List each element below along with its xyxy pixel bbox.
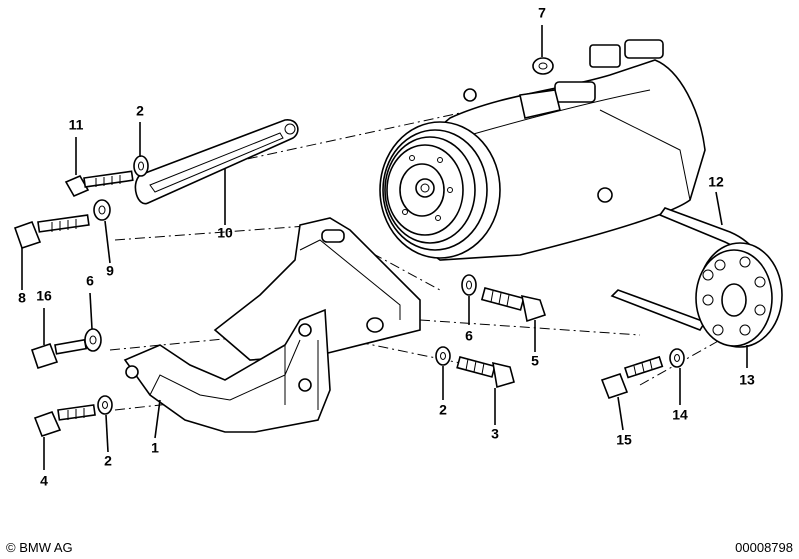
callout-6-left: 6: [86, 273, 94, 289]
callout-2-left: 2: [104, 453, 112, 469]
washer-6-right: [461, 274, 477, 296]
callout-11: 11: [69, 117, 84, 133]
bolt-4: [33, 404, 96, 437]
callout-3: 3: [491, 426, 499, 442]
callout-1: 1: [151, 440, 159, 456]
callout-2-top: 2: [136, 103, 144, 119]
bolt-5: [480, 287, 547, 323]
leader-lines: [21, 25, 748, 470]
washer-2-left: [97, 395, 113, 415]
callout-10: 10: [217, 225, 233, 241]
bracket-1: [123, 308, 331, 433]
callout-16: 16: [36, 288, 52, 304]
callout-2-right: 2: [439, 402, 447, 418]
callout-5: 5: [531, 353, 539, 369]
pulley-13: [695, 242, 783, 348]
copyright-text: © BMW AG: [6, 540, 73, 555]
callout-labels: 11 2 10 7 8 9 12 16 6 6 5 2 3 13 14 15 1…: [18, 5, 755, 489]
callout-8: 8: [18, 290, 26, 306]
bolt-3: [456, 356, 515, 389]
ac-compressor: [379, 39, 706, 261]
washer-14: [669, 348, 685, 368]
washer-2-top: [133, 155, 149, 177]
drawing-number: 00008798: [735, 540, 793, 555]
socket-screw-16: [30, 338, 88, 369]
washer-9: [93, 199, 111, 221]
callout-4: 4: [40, 473, 48, 489]
washer-6-left: [84, 328, 102, 352]
washer-2-right: [435, 346, 451, 366]
callout-7: 7: [538, 5, 546, 21]
callout-14: 14: [672, 407, 688, 423]
nut-7: [532, 57, 554, 75]
bolt-15: [600, 355, 664, 399]
callout-15: 15: [616, 432, 632, 448]
adjusting-link-10: [134, 119, 299, 205]
bolt-8: [13, 214, 90, 250]
callout-6-right: 6: [465, 328, 473, 344]
bolt-11: [64, 170, 134, 198]
callout-12: 12: [708, 174, 724, 190]
callout-9: 9: [106, 263, 114, 279]
callout-13: 13: [739, 372, 755, 388]
